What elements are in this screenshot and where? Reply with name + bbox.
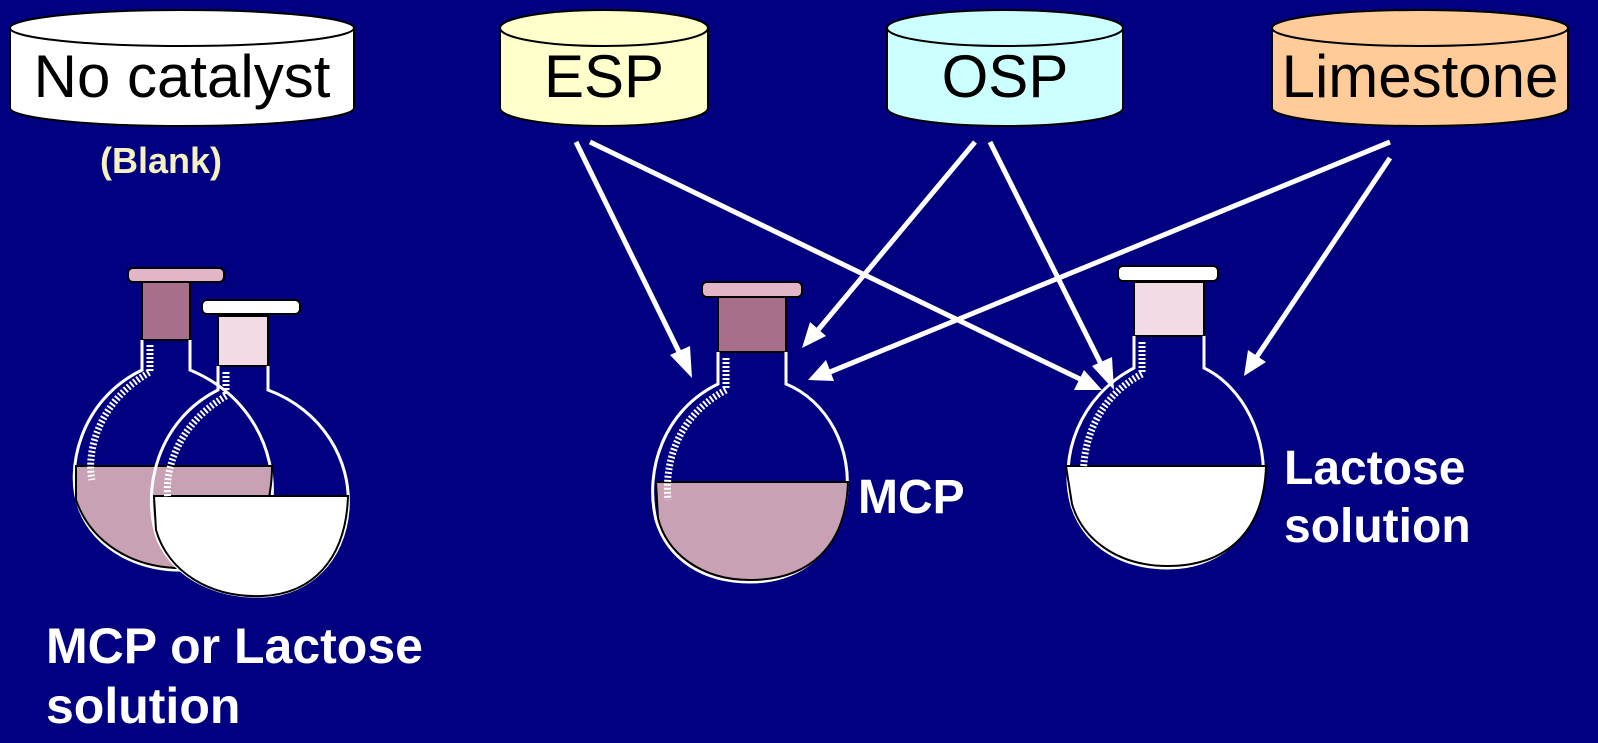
flask-bulb-outline — [1066, 336, 1265, 570]
cylinder-top — [1271, 9, 1569, 47]
arrow-esp-to-mcp — [573, 140, 692, 378]
arrows — [573, 139, 1393, 390]
cylinder-top — [9, 9, 355, 47]
label-line: MCP or Lactose — [46, 618, 423, 674]
catalyst-osp: OSP — [886, 9, 1124, 127]
flask-lip — [1117, 265, 1219, 282]
flask-neck — [717, 295, 787, 353]
arrow-esp-to-lactose — [588, 139, 1102, 390]
arrow-limestone-to-mcp — [808, 139, 1391, 381]
cylinder-top — [886, 9, 1124, 47]
flask-neck — [217, 315, 269, 367]
flask-highlight — [87, 345, 154, 481]
flask-liquid-mcp — [654, 481, 850, 582]
flask-neck — [141, 281, 191, 341]
label-lactose-solution: Lactose solution — [1284, 440, 1471, 556]
flask-lactose — [1064, 265, 1268, 570]
catalyst-limestone: Limestone — [1271, 9, 1569, 127]
cylinder-body — [9, 28, 355, 127]
blank-note: (Blank) — [100, 140, 223, 181]
flask-neck — [1133, 281, 1205, 337]
flask-highlight — [163, 372, 230, 501]
flask-lip — [127, 267, 225, 283]
cylinder-body — [499, 28, 709, 127]
arrow-osp-to-mcp — [802, 140, 977, 348]
catalyst-no-catalyst: No catalyst — [9, 9, 355, 127]
cylinder-body — [886, 28, 1124, 127]
arrow-limestone-to-lactose — [1244, 156, 1393, 376]
cylinder-top — [499, 9, 709, 47]
flask-liquid-lactose — [152, 495, 350, 598]
label-line: solution — [1284, 500, 1471, 553]
flask-liquid-lactose — [1064, 465, 1268, 568]
flask-highlight — [663, 358, 730, 501]
label-line: Lactose — [1284, 442, 1466, 495]
flask-bulb-outline — [651, 352, 849, 584]
cylinder-body — [1271, 28, 1569, 127]
catalyst-label: ESP — [544, 43, 664, 110]
flask-lip — [701, 281, 803, 298]
catalyst-label: Limestone — [1282, 43, 1559, 110]
catalyst-label: No catalyst — [34, 43, 331, 110]
flask-lip — [201, 299, 301, 315]
flask-highlight — [1079, 342, 1146, 487]
catalyst-esp: ESP — [499, 9, 709, 127]
label-blank-flasks: MCP or Lactose solution — [46, 616, 423, 736]
flask-mcp — [651, 281, 850, 584]
flask-blank-lactose — [149, 299, 350, 598]
arrow-osp-to-lactose — [987, 140, 1114, 390]
label-mcp: MCP — [858, 471, 965, 524]
label-line: solution — [46, 678, 241, 734]
catalyst-label: OSP — [942, 43, 1069, 110]
